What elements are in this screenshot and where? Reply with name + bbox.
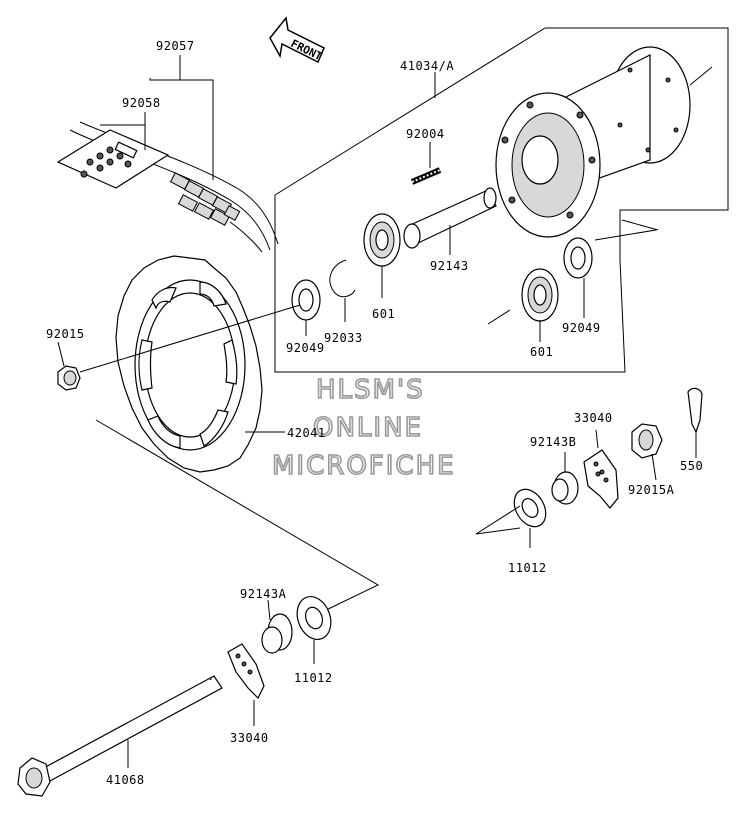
seal-92049-right-illustration bbox=[563, 237, 593, 318]
part-label-92049-left[interactable]: 92049 bbox=[286, 341, 325, 355]
hub-outline-box bbox=[274, 27, 729, 373]
part-label-41068[interactable]: 41068 bbox=[106, 773, 145, 787]
washer-11012-right-illustration bbox=[513, 488, 547, 548]
collar-92143B-illustration bbox=[551, 452, 579, 505]
seal-92049-left-illustration bbox=[291, 279, 321, 336]
part-label-92058[interactable]: 92058 bbox=[122, 96, 161, 110]
part-label-42041[interactable]: 42041 bbox=[287, 426, 326, 440]
cotter-pin-550-illustration bbox=[687, 387, 703, 458]
part-label-11012-left[interactable]: 11012 bbox=[294, 671, 333, 685]
part-label-92015[interactable]: 92015 bbox=[46, 327, 85, 341]
adjuster-33040-right-illustration bbox=[583, 429, 619, 509]
stud-92004-illustration bbox=[410, 142, 442, 185]
spacer-92143-illustration bbox=[403, 187, 497, 255]
part-label-601-left[interactable]: 601 bbox=[372, 307, 395, 321]
bearing-601-right-illustration bbox=[521, 268, 559, 342]
nut-92015-illustration bbox=[57, 341, 81, 391]
part-label-92049-right[interactable]: 92049 bbox=[562, 321, 601, 335]
part-label-92143B[interactable]: 92143B bbox=[530, 435, 576, 449]
part-label-92143[interactable]: 92143 bbox=[430, 259, 469, 273]
part-label-33040-right[interactable]: 33040 bbox=[574, 411, 613, 425]
part-label-92143A[interactable]: 92143A bbox=[240, 587, 287, 601]
axle-41068-illustration bbox=[17, 675, 223, 797]
bearing-601-left-illustration bbox=[363, 213, 401, 298]
front-arrow-icon: FRONT bbox=[269, 16, 325, 63]
chain-illustration bbox=[56, 55, 279, 253]
nut-92015A-illustration bbox=[631, 423, 663, 481]
watermark-line-3: MICROFICHE bbox=[272, 451, 456, 481]
part-label-11012-right[interactable]: 11012 bbox=[508, 561, 547, 575]
watermark-line-1: HLSM'S bbox=[316, 375, 425, 405]
part-label-601-right[interactable]: 601 bbox=[530, 345, 553, 359]
adjuster-33040-left-illustration bbox=[227, 643, 265, 726]
part-label-92057[interactable]: 92057 bbox=[156, 39, 195, 53]
part-label-41034A[interactable]: 41034/A bbox=[400, 59, 454, 73]
part-label-33040-left[interactable]: 33040 bbox=[230, 731, 269, 745]
rear-hub-illustration bbox=[495, 46, 713, 238]
part-label-92033[interactable]: 92033 bbox=[324, 331, 363, 345]
washer-11012-left-illustration bbox=[296, 596, 332, 664]
part-label-92004[interactable]: 92004 bbox=[406, 127, 445, 141]
part-label-550[interactable]: 550 bbox=[680, 459, 703, 473]
circlip-92033-illustration bbox=[329, 259, 356, 322]
collar-92143A-illustration bbox=[261, 599, 293, 654]
part-label-92015A[interactable]: 92015A bbox=[628, 483, 675, 497]
sprocket-42041-illustration bbox=[115, 255, 285, 473]
watermark-line-2: ONLINE bbox=[313, 413, 423, 443]
